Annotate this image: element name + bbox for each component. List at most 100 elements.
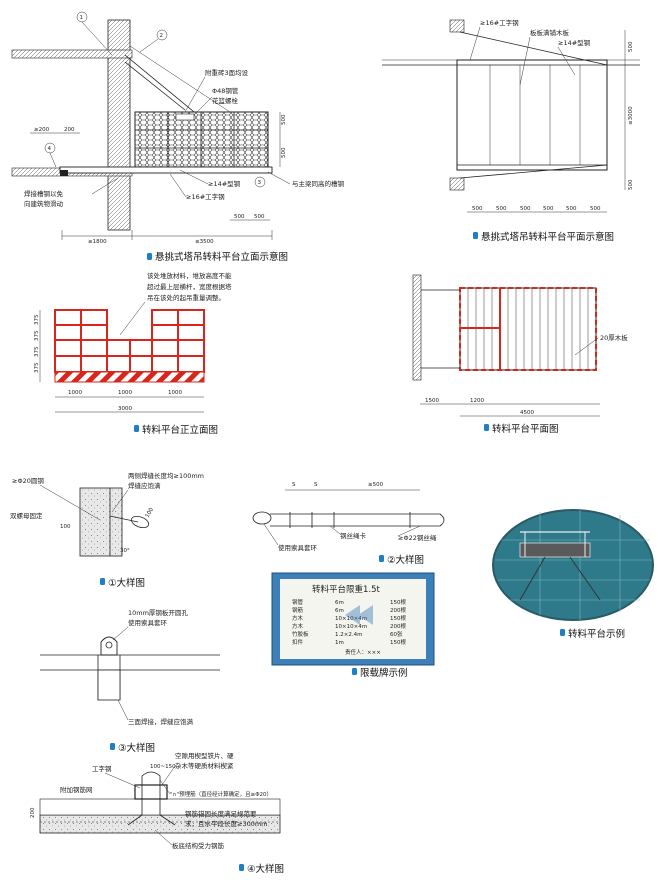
sign-table: 钢管 6m 150根 钢筋 6m 200根 方木 10×10×4m 150根 方…: [292, 598, 406, 646]
dim-d2-s1: S: [292, 482, 296, 488]
sign-item: 钢管: [292, 598, 304, 606]
fig-sign: 转料平台限重1.5t 钢管 6m 150根 钢筋 6m 200根 方木 10×1…: [271, 572, 435, 679]
dim-front-v4: 375: [34, 362, 40, 373]
dim-front-1: 1000: [68, 390, 82, 396]
label-plan-14-steel: ≥14#型钢: [558, 38, 591, 47]
label-counterweight: 附重砖3面均设: [205, 68, 249, 77]
dim-200a: ≥200: [34, 127, 50, 133]
sign-spec: 6m: [335, 608, 344, 614]
label-d3-plate: 10mm厚钢板开圆孔: [128, 608, 188, 617]
sign-qty: 60张: [390, 630, 403, 638]
callout-3: 3: [258, 180, 262, 186]
caption-front: 转料平台正立面图: [142, 424, 218, 436]
label-steel-pipe: Φ48钢管: [212, 86, 239, 95]
sign-qty: 200根: [390, 622, 406, 630]
label-channel: 与主梁同高的槽钢: [292, 179, 345, 188]
label-d4-wedge-2: 杂木等硬质材料楔紧: [175, 761, 234, 770]
fig-photo: 转料平台示例: [492, 509, 654, 640]
label-d4-embed: "∩"预埋筋（直径经计算确定，且≥Φ20）: [170, 790, 272, 798]
sign-spec: 6m: [335, 600, 344, 606]
caption-detail-2: ②大样图: [387, 554, 424, 566]
front-note-3: 吊在该处的起吊重量调整。: [147, 293, 225, 302]
caption-detail-4: ④大样图: [247, 863, 284, 875]
sign-spec: 10×10×4m: [335, 624, 367, 630]
caption-sign: 限载牌示例: [360, 667, 408, 679]
caption-elevation: 悬挑式塔吊转料平台立面示意图: [155, 251, 288, 263]
dim-tplan-1200: 1200: [470, 398, 484, 404]
label-weld: 焊接槽钢以免: [24, 189, 64, 198]
dim-plan-b3: 500: [520, 206, 531, 212]
sign-item: 钢筋: [292, 606, 304, 614]
dim-plan-b2: 500: [496, 206, 507, 212]
sign-qty: 150根: [390, 598, 406, 606]
caption-plan: 悬挑式塔吊转料平台平面示意图: [481, 231, 614, 243]
dim-500c: 500: [234, 214, 245, 220]
dim-3500: ≤3500: [195, 239, 214, 245]
dim-d4-200: 200: [30, 807, 36, 818]
sign-item: 方木: [292, 614, 304, 622]
dim-500d: 500: [254, 214, 265, 220]
sign-spec: 1m: [335, 640, 344, 646]
label-d1-round-bar: ≥Φ20圆钢: [12, 477, 44, 485]
label-d4-anchor-2: 求，且水平段长度≥300mm: [185, 819, 268, 828]
sign-footer: 责任人：×××: [345, 648, 381, 656]
caption-detail-3: ③大样图: [118, 742, 155, 754]
dim-plan-b4: 500: [543, 206, 554, 212]
building-column: [107, 19, 131, 231]
dim-front-4: 3000: [118, 406, 132, 412]
sign-item: 扣件: [292, 638, 304, 646]
dim-500b: 500: [281, 147, 287, 158]
caption-detail-1: ①大样图: [108, 577, 145, 589]
dim-500a: 500: [281, 114, 287, 125]
front-note-1: 该处堆放材料，堆放高度不能: [147, 271, 232, 280]
sign-item: 方木: [292, 622, 304, 630]
dim-plan-3000: ≤3000: [628, 106, 634, 125]
caption-tplan: 转料平台平面图: [492, 423, 559, 435]
fig-detail-1: ≥Φ20圆钢 两侧焊缝长度均≥100mm 焊缝应饱满 双螺母固定 100 100…: [10, 471, 204, 589]
label-d3-thimble: 使用索具套环: [128, 618, 168, 627]
sign-spec: 10×10×4m: [335, 616, 367, 622]
fig-front: 该处堆放材料，堆放高度不能 超过最上层横杆，宽度根据塔 吊在该处的起吊重量调整。…: [34, 271, 232, 436]
label-d2-rope: ≥Φ22钢丝绳: [398, 533, 437, 542]
label-weld-2: 向建筑物滑动: [24, 199, 64, 208]
dim-front-v2: 375: [34, 330, 40, 341]
mesh-panel: [134, 111, 269, 168]
dim-d2-s3: ≥500: [368, 482, 384, 488]
dim-tplan-4500: 4500: [520, 410, 534, 416]
label-d3-weld: 三面焊接，焊缝应饱满: [128, 717, 194, 726]
label-d4-rebar: 板底结构受力钢筋: [172, 841, 225, 850]
fig-elevation: 1 2 4 3 附重砖3面均设 Φ48钢管 花篮螺栓 ≥14#型钢 ≥16#工字…: [11, 11, 345, 263]
label-16-ibeam: ≥16#工字钢: [186, 192, 225, 201]
dim-plan-b5: 500: [566, 206, 577, 212]
dim-d1-30: 30°: [120, 548, 130, 554]
dim-plan-b6: 500: [590, 206, 601, 212]
dim-front-v1: 375: [34, 314, 40, 325]
dim-plan-500b: 500: [628, 179, 634, 190]
fig-tplan: 20厚木板 1500 1200 4500 转料平台平面图: [412, 274, 628, 435]
label-plan-ibeam: ≥16#工字钢: [480, 18, 519, 27]
caption-photo: 转料平台示例: [568, 628, 625, 640]
fig-plan: ≥16#工字钢 板板满铺木板 ≥14#型钢 500 ≤3000 500 500 …: [382, 18, 640, 243]
label-d4-mesh: 附加钢筋网: [60, 785, 93, 794]
label-d4-ibeam: 工字钢: [92, 764, 112, 773]
dim-d4-100-150: 100~150: [150, 764, 176, 770]
dim-d1-100a: 100: [60, 524, 71, 530]
dim-d1-100b: 100: [145, 506, 156, 519]
sign-item: 竹胶板: [292, 630, 309, 638]
dim-d2-s2: S: [314, 482, 318, 488]
dim-plan-b1: 500: [472, 206, 483, 212]
label-d4-wedge-1: 空隙用楔型铁片、硬: [175, 751, 234, 760]
dim-200b: 200: [64, 127, 75, 133]
dim-front-2: 1000: [118, 390, 132, 396]
sign-qty: 200根: [390, 606, 406, 614]
label-wood-board: 20厚木板: [600, 333, 628, 342]
upper-slab: [11, 49, 133, 59]
callout-2: 2: [160, 33, 164, 39]
sign-qty: 150根: [390, 614, 406, 622]
sign-qty: 150根: [390, 638, 406, 646]
toe-board: [54, 371, 205, 383]
front-note-2: 超过最上层横杆，宽度根据塔: [147, 282, 232, 291]
dim-tplan-1500: 1500: [425, 398, 439, 404]
label-plan-boards: 板板满铺木板: [530, 28, 570, 37]
